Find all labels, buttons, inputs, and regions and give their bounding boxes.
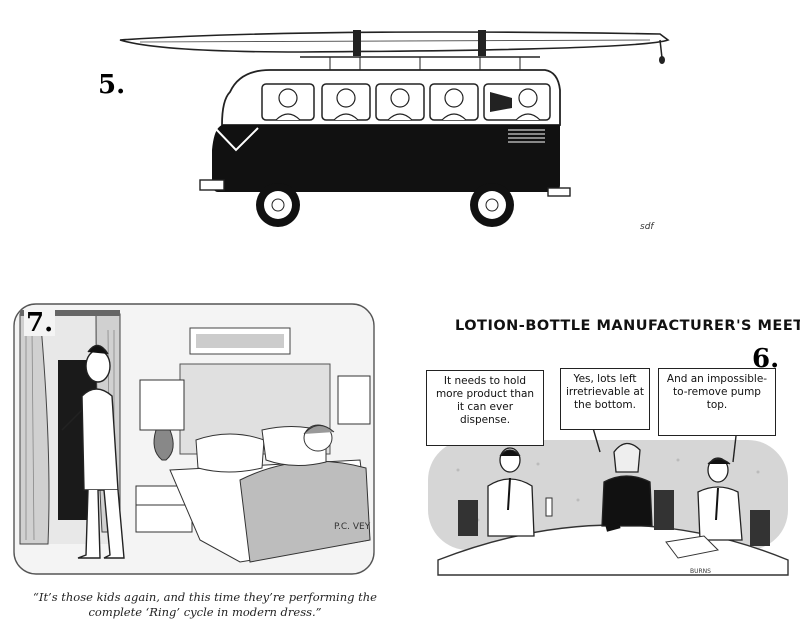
cartoon-5-signature: sdf bbox=[640, 222, 654, 232]
van-illustration bbox=[119, 30, 670, 227]
cartoon-5-number: 5. bbox=[98, 70, 126, 100]
cartoon-5-van: 5. bbox=[0, 0, 800, 260]
cartoon-7-number: 7. bbox=[24, 308, 56, 338]
cartoon-6-number: 6. bbox=[752, 344, 780, 374]
cartoon-7-signature: P.C. VEY bbox=[334, 522, 371, 532]
cartoon-7-caption: “It’s those kids again, and this time th… bbox=[33, 590, 377, 619]
speech-bubble-1: It needs to hold more product than it ca… bbox=[426, 370, 544, 446]
meeting-illustration bbox=[428, 427, 789, 576]
speech-bubble-2: Yes, lots left irretrievable at the bott… bbox=[560, 368, 650, 430]
cartoon-6-title: LOTION-BOTTLE MANUFACTURER'S MEETING bbox=[455, 318, 800, 334]
cartoon-7-bedroom: 7. P.C. VEY bbox=[0, 300, 400, 638]
cartoon-6-signature: BURNS bbox=[690, 568, 711, 575]
bedroom-illustration bbox=[13, 303, 375, 575]
speech-bubble-3: And an impossible-to-remove pump top. bbox=[658, 368, 776, 436]
